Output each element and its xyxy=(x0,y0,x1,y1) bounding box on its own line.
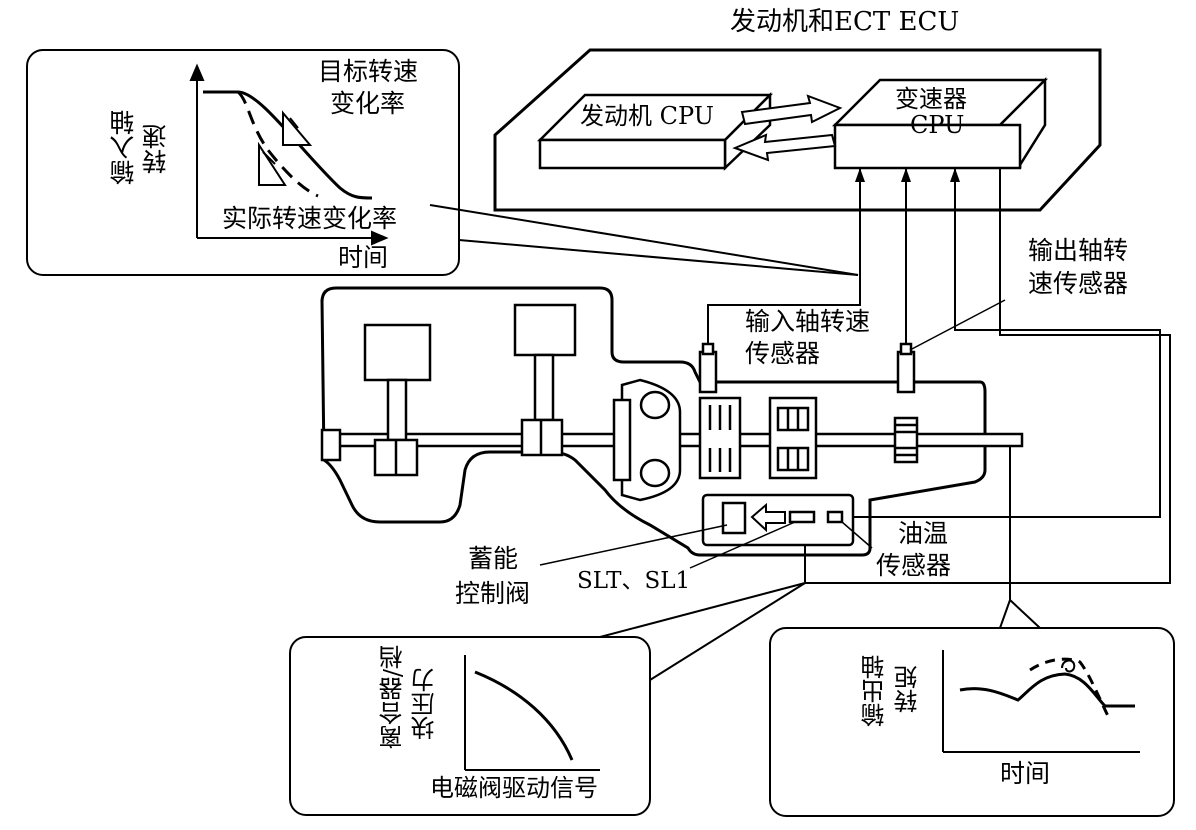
target-speed-curve xyxy=(203,90,373,200)
target-rate-label-line2: 变化率 xyxy=(330,89,406,118)
input-sensor-label-line2: 传感器 xyxy=(745,339,821,368)
ecu-housing xyxy=(493,48,1102,212)
transmission-case xyxy=(320,286,987,557)
oil-temp-sensor-label-line2: 传感器 xyxy=(876,551,952,580)
valve-flow-arrow xyxy=(750,502,786,533)
oil-temp-sensor xyxy=(826,510,844,524)
ecu-input-arrows xyxy=(855,168,960,182)
bottom-right-callout xyxy=(769,599,1175,817)
actual-rate-label: 实际转速变化率 xyxy=(222,204,398,233)
output-torque-axis-label-line1: 输出轴 xyxy=(861,655,889,727)
input-shaft-speed-sensor xyxy=(698,342,718,394)
rate-triangles xyxy=(258,110,313,186)
top-left-callout xyxy=(26,49,859,276)
accumulator-control-valve xyxy=(721,501,747,535)
pressure-curve xyxy=(474,670,574,761)
bottom-left-graph xyxy=(464,655,600,771)
target-rate-label-line1: 目标转速 xyxy=(318,57,419,86)
pressure-axis-label-line2: 块压力 xyxy=(411,668,439,740)
torque-converter xyxy=(612,378,682,502)
top-left-graph-curves xyxy=(203,90,373,200)
signal-wiring xyxy=(707,168,1171,600)
transmission-cpu-box xyxy=(831,76,1049,170)
torque-dashed-curve xyxy=(1029,657,1110,717)
bottom-right-time-label: 时间 xyxy=(1000,759,1051,788)
top-left-graph-axes xyxy=(189,63,389,246)
engine-piston-1 xyxy=(363,323,432,477)
clutch-pack-1 xyxy=(698,396,742,480)
bottom-right-graph xyxy=(942,650,1140,753)
top-left-time-label: 时间 xyxy=(338,243,389,272)
torque-solid-curve xyxy=(959,672,1135,708)
clutch-pack-2 xyxy=(768,396,818,480)
output-sensor-label-line2: 速传感器 xyxy=(1028,269,1129,298)
output-sensor-label-line1: 输出轴转 xyxy=(1028,236,1129,265)
pressure-axis-label-line1: 离合器/档 xyxy=(379,645,407,750)
engine-piston-2 xyxy=(513,303,577,457)
solenoid-signal-axis-label: 电磁阀驱动信号 xyxy=(430,774,598,802)
bottom-left-callout xyxy=(289,582,806,816)
actual-speed-curve xyxy=(236,90,319,198)
accumulator-valve-label-line1: 蓄能 xyxy=(468,544,519,573)
output-torque-axis-label-line2: 转矩 xyxy=(894,665,922,713)
oil-temp-sensor-label-line1: 油温 xyxy=(898,519,949,548)
ecu-title: 发动机和ECT ECU xyxy=(730,7,960,37)
solenoid-valve xyxy=(788,510,816,524)
input-sensor-label-line1: 输入轴转速 xyxy=(745,307,871,336)
cpu-communication-arrows xyxy=(732,94,843,162)
accumulator-valve-label-line2: 控制阀 xyxy=(455,579,531,608)
output-gear xyxy=(893,416,919,464)
label-leaders xyxy=(539,299,1006,569)
input-speed-axis-label-line2: 转速 xyxy=(141,124,170,174)
solenoid-label: SLT、SL1 xyxy=(577,568,691,594)
input-speed-axis-label-line1: 输入轴 xyxy=(109,110,138,185)
engine-cpu-label: 发动机 CPU xyxy=(580,102,714,130)
transmission-cpu-label-line1: 变速器 xyxy=(895,85,967,113)
transmission-cpu-label-line2: CPU xyxy=(910,111,965,139)
output-shaft-speed-sensor xyxy=(896,342,916,394)
